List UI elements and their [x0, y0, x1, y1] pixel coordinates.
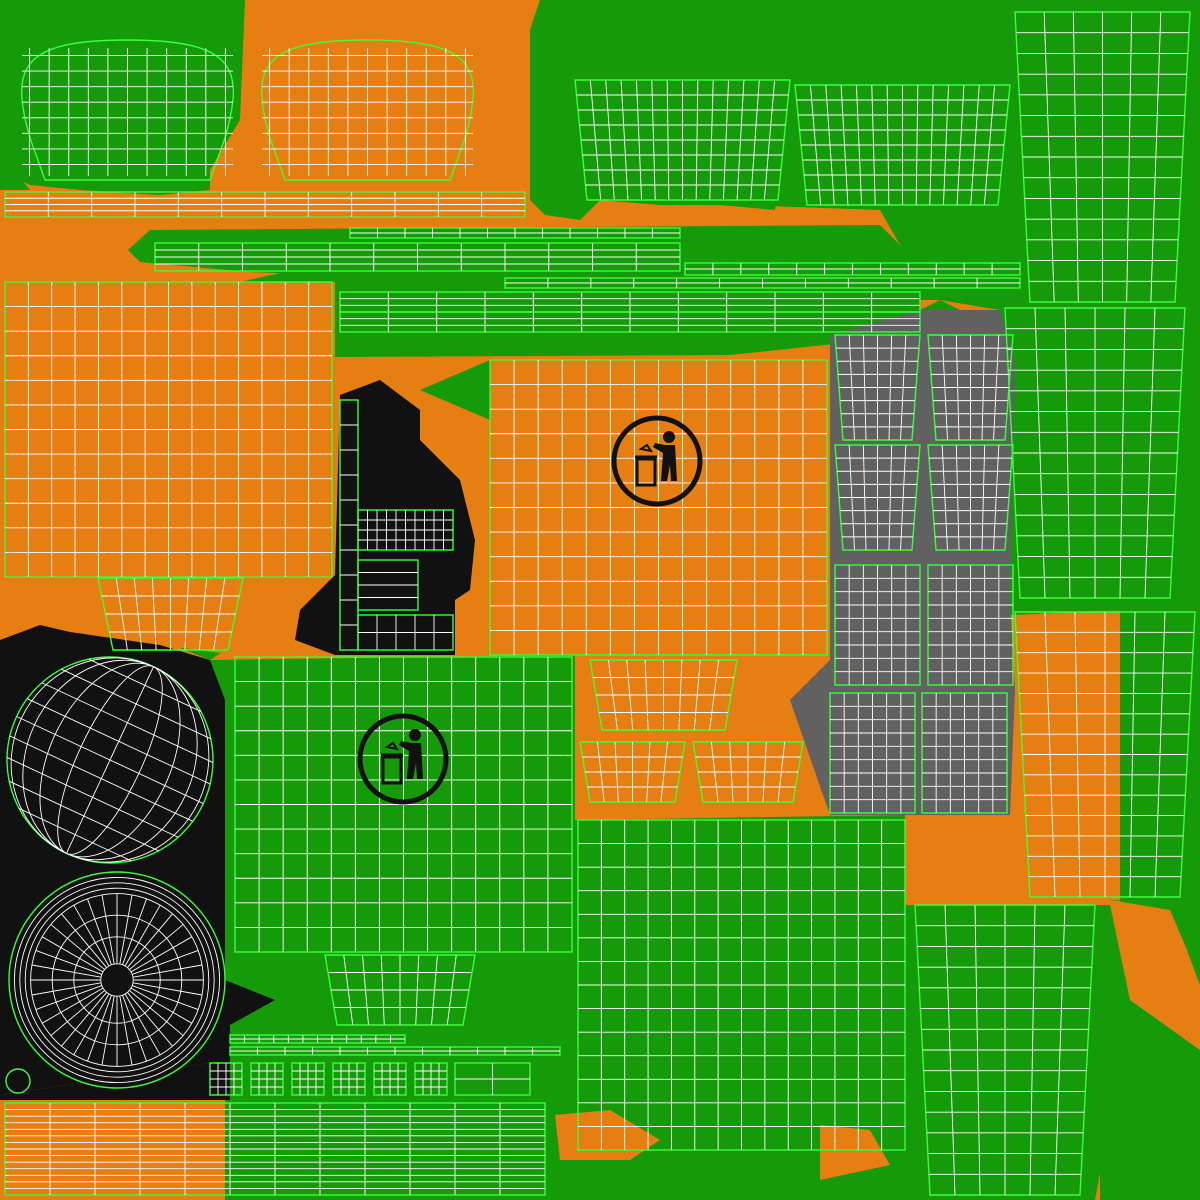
body-foot-green-center — [324, 954, 476, 1026]
black-strip-bottom — [0, 1060, 230, 1100]
small-circle-island — [5, 1068, 31, 1094]
body-side-orange-right — [1004, 307, 1186, 599]
tidy-man-trash-icon — [611, 415, 703, 507]
rim-bar-2 — [154, 242, 681, 272]
wheel-part-2 — [834, 444, 921, 551]
small-square-0 — [209, 1062, 243, 1096]
body-side-green-right — [1014, 11, 1191, 303]
body-foot-orange-center — [589, 659, 738, 731]
lid-island-green — [20, 39, 235, 181]
green-region-lower-right — [1110, 900, 1200, 985]
wheel-part-0 — [834, 334, 921, 441]
small-bar-2 — [229, 1046, 561, 1056]
green-region-right-mid — [1005, 600, 1200, 612]
bottom-long-strip — [4, 1102, 546, 1196]
body-side-green-bottom-right — [914, 904, 1096, 1196]
green-region-diag — [420, 360, 490, 420]
green-region-center-left — [210, 655, 1200, 1200]
buckle-part — [357, 614, 454, 651]
green-region-mid-strip — [335, 290, 920, 357]
green-region-top-right — [930, 0, 1200, 310]
wireframe-islands — [4, 11, 1196, 1196]
lid-island-orange — [260, 39, 475, 181]
tidy-man-trash-icon-2 — [357, 713, 449, 805]
wheel-sphere-island — [6, 656, 214, 864]
handle-green — [579, 741, 686, 803]
orange-notch-bottom — [555, 1110, 660, 1160]
wheel-part-3 — [927, 444, 1014, 551]
wheel-part-1 — [927, 334, 1014, 441]
lid-island-mid-orange — [794, 84, 1011, 206]
rim-bar-6 — [504, 277, 1021, 289]
rim-bar-1 — [4, 191, 526, 218]
rim-bar-4 — [339, 311, 921, 333]
body-panel-orange-center — [489, 359, 828, 656]
small-square-4 — [373, 1062, 407, 1096]
wheel-disk-island — [8, 871, 226, 1089]
wheel-rim-3 — [921, 692, 1008, 814]
dots-part — [357, 509, 454, 551]
small-square-1 — [250, 1062, 284, 1096]
orange-notch-bottom-2 — [820, 1125, 890, 1180]
wheel-rim-2 — [829, 692, 916, 814]
slats-part — [357, 559, 419, 611]
body-panel-green-center — [234, 656, 573, 953]
lid-island-mid-green — [574, 79, 791, 201]
small-square-5 — [414, 1062, 448, 1096]
wheel-rim-0 — [834, 564, 921, 686]
small-bar-1 — [229, 1034, 406, 1044]
green-region-top-left — [0, 0, 245, 195]
body-panel-green-bottom — [577, 819, 906, 1151]
wheel-rim-1 — [927, 564, 1014, 686]
rim-bar-7 — [349, 227, 681, 239]
body-panel-orange-left — [4, 281, 333, 578]
black-region-left — [0, 625, 275, 1095]
body-foot-orange-left — [97, 577, 244, 651]
small-plate — [454, 1062, 531, 1096]
small-square-3 — [332, 1062, 366, 1096]
rim-bar-5 — [684, 262, 1021, 276]
small-square-2 — [291, 1062, 325, 1096]
body-side-orange-right-2 — [1014, 611, 1196, 898]
handle-orange — [692, 741, 804, 803]
